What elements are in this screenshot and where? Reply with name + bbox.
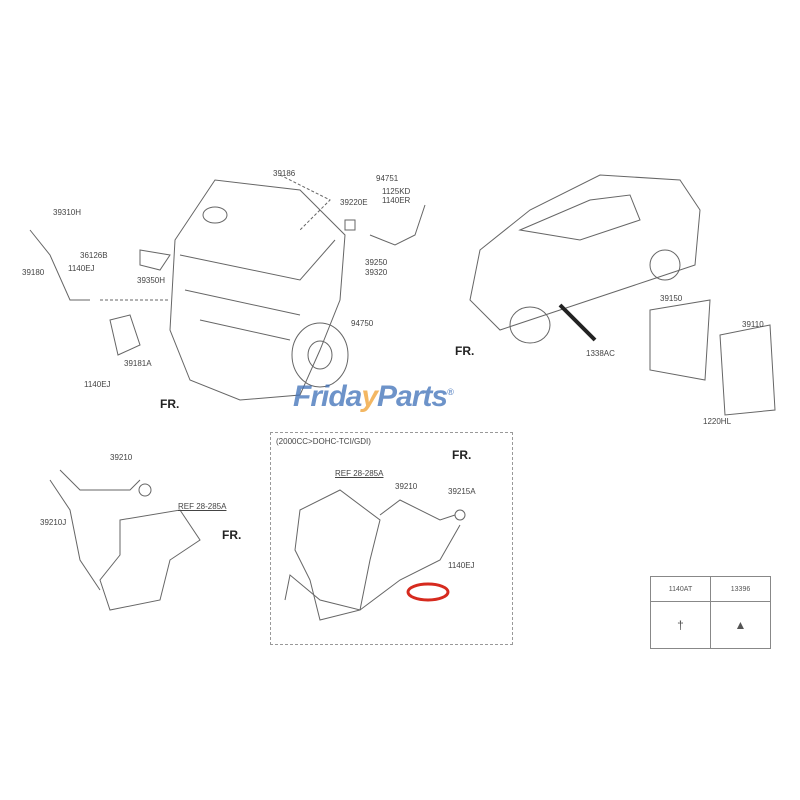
bolt-icon: † — [650, 601, 711, 649]
part-label: 39180 — [22, 268, 45, 277]
part-label: 39150 — [660, 294, 683, 303]
highlight-ellipse — [406, 582, 450, 602]
part-label: 1338AC — [586, 349, 615, 358]
reference-label: REF 28-285A — [335, 469, 384, 478]
part-label: 1140ER — [382, 196, 411, 205]
table-header: 13396 — [710, 576, 771, 602]
engine-variant-box — [270, 432, 513, 645]
part-label: 39350H — [137, 276, 166, 285]
part-label: 39220E — [340, 198, 368, 207]
engine-drawing — [29, 174, 426, 401]
part-label: 94750 — [351, 319, 374, 328]
part-label: 1140EJ — [68, 264, 95, 273]
part-label: 36126B — [80, 251, 108, 260]
part-label: 39210 — [110, 453, 133, 462]
front-direction-label: FR. — [222, 528, 242, 542]
part-label: 1140EJ — [84, 380, 111, 389]
front-direction-label: FR. — [455, 344, 475, 358]
part-label: 39181A — [124, 359, 152, 368]
part-label: 39215A — [448, 487, 476, 496]
vehicle-drawing — [469, 174, 776, 416]
part-label: 39186 — [273, 169, 296, 178]
front-direction-label: FR. — [452, 448, 472, 462]
front-direction-label: FR. — [160, 397, 180, 411]
part-label: 39310H — [53, 208, 82, 217]
part-label: 39110 — [742, 320, 764, 329]
part-label: 39320 — [365, 268, 388, 277]
part-label: 1220HL — [703, 417, 732, 426]
part-label: 39250 — [365, 258, 388, 267]
part-label: 1140EJ — [448, 561, 475, 570]
part-label: 39210 — [395, 482, 418, 491]
reference-label: REF 28-285A — [178, 502, 227, 511]
nut-icon: ▲ — [710, 601, 771, 649]
variant-title: (2000CC>DOHC-TCI/GDI) — [276, 437, 371, 446]
exhaust-variant-drawing — [284, 489, 466, 621]
exhaust-left-drawing — [49, 469, 201, 611]
part-label: 94751 — [376, 174, 399, 183]
fridayparts-watermark: FridayParts® — [293, 380, 454, 413]
part-label: 39210J — [40, 518, 67, 527]
part-label: 1125KD — [382, 187, 411, 196]
table-header: 1140AT — [650, 576, 711, 602]
